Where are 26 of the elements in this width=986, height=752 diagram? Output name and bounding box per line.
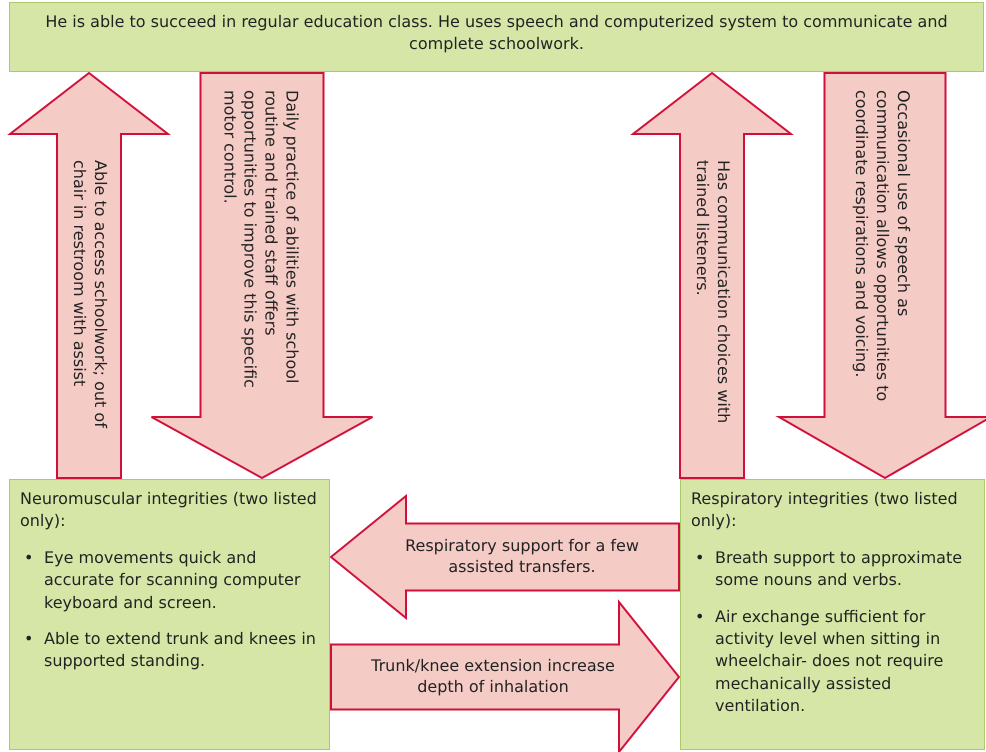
box-heading: Neuromuscular integrities (two listed only): xyxy=(20,488,318,532)
block-arrow xyxy=(329,494,680,620)
bullet-mark: • xyxy=(695,606,706,628)
bullet-item: Air exchange sufficient for activity level when sitting in wheelchair- does not require mechanically assisted ventilation. xyxy=(715,606,944,718)
edge-label: Has communication choices with trained listeners. xyxy=(692,160,733,426)
edge-label: Daily practice of abilities with school routine and trained staff offers opportunities to improve this specific motor control. xyxy=(219,90,302,390)
box-heading: Respiratory integrities (two listed only): xyxy=(691,488,959,532)
bullet-mark: • xyxy=(695,546,706,569)
text-box xyxy=(680,479,985,750)
text-box xyxy=(9,479,330,750)
bullet-item: Eye movements quick and accurate for scanning computer keyboard and screen. xyxy=(44,546,302,614)
text-box xyxy=(9,2,984,72)
bullet-mark: • xyxy=(24,546,34,569)
block-arrow xyxy=(150,72,374,480)
edge-label: Respiratory support for a few assisted transfers. xyxy=(404,536,640,578)
edge-label: Occasional use of speech as communication allows opportunities to coordinate respirations and voicing. xyxy=(852,90,914,404)
summary-text: He is able to succeed in regular education class. He uses speech and computerized system to communicate and complete schoolwork. xyxy=(44,11,949,56)
block-arrow xyxy=(775,72,986,480)
bullet-mark: • xyxy=(24,628,34,650)
edge-label: Able to access schoolwork; out of chair in restroom with assist xyxy=(69,160,110,430)
block-arrow xyxy=(7,72,171,479)
edge-label: Trunk/knee extension increase depth of inhalation xyxy=(370,656,616,698)
block-arrow xyxy=(630,72,794,479)
bullet-item: Breath support to approximate some nouns and verbs. xyxy=(715,546,964,592)
bullet-item: Able to extend trunk and knees in supported standing. xyxy=(44,628,317,672)
block-arrow xyxy=(330,599,680,752)
